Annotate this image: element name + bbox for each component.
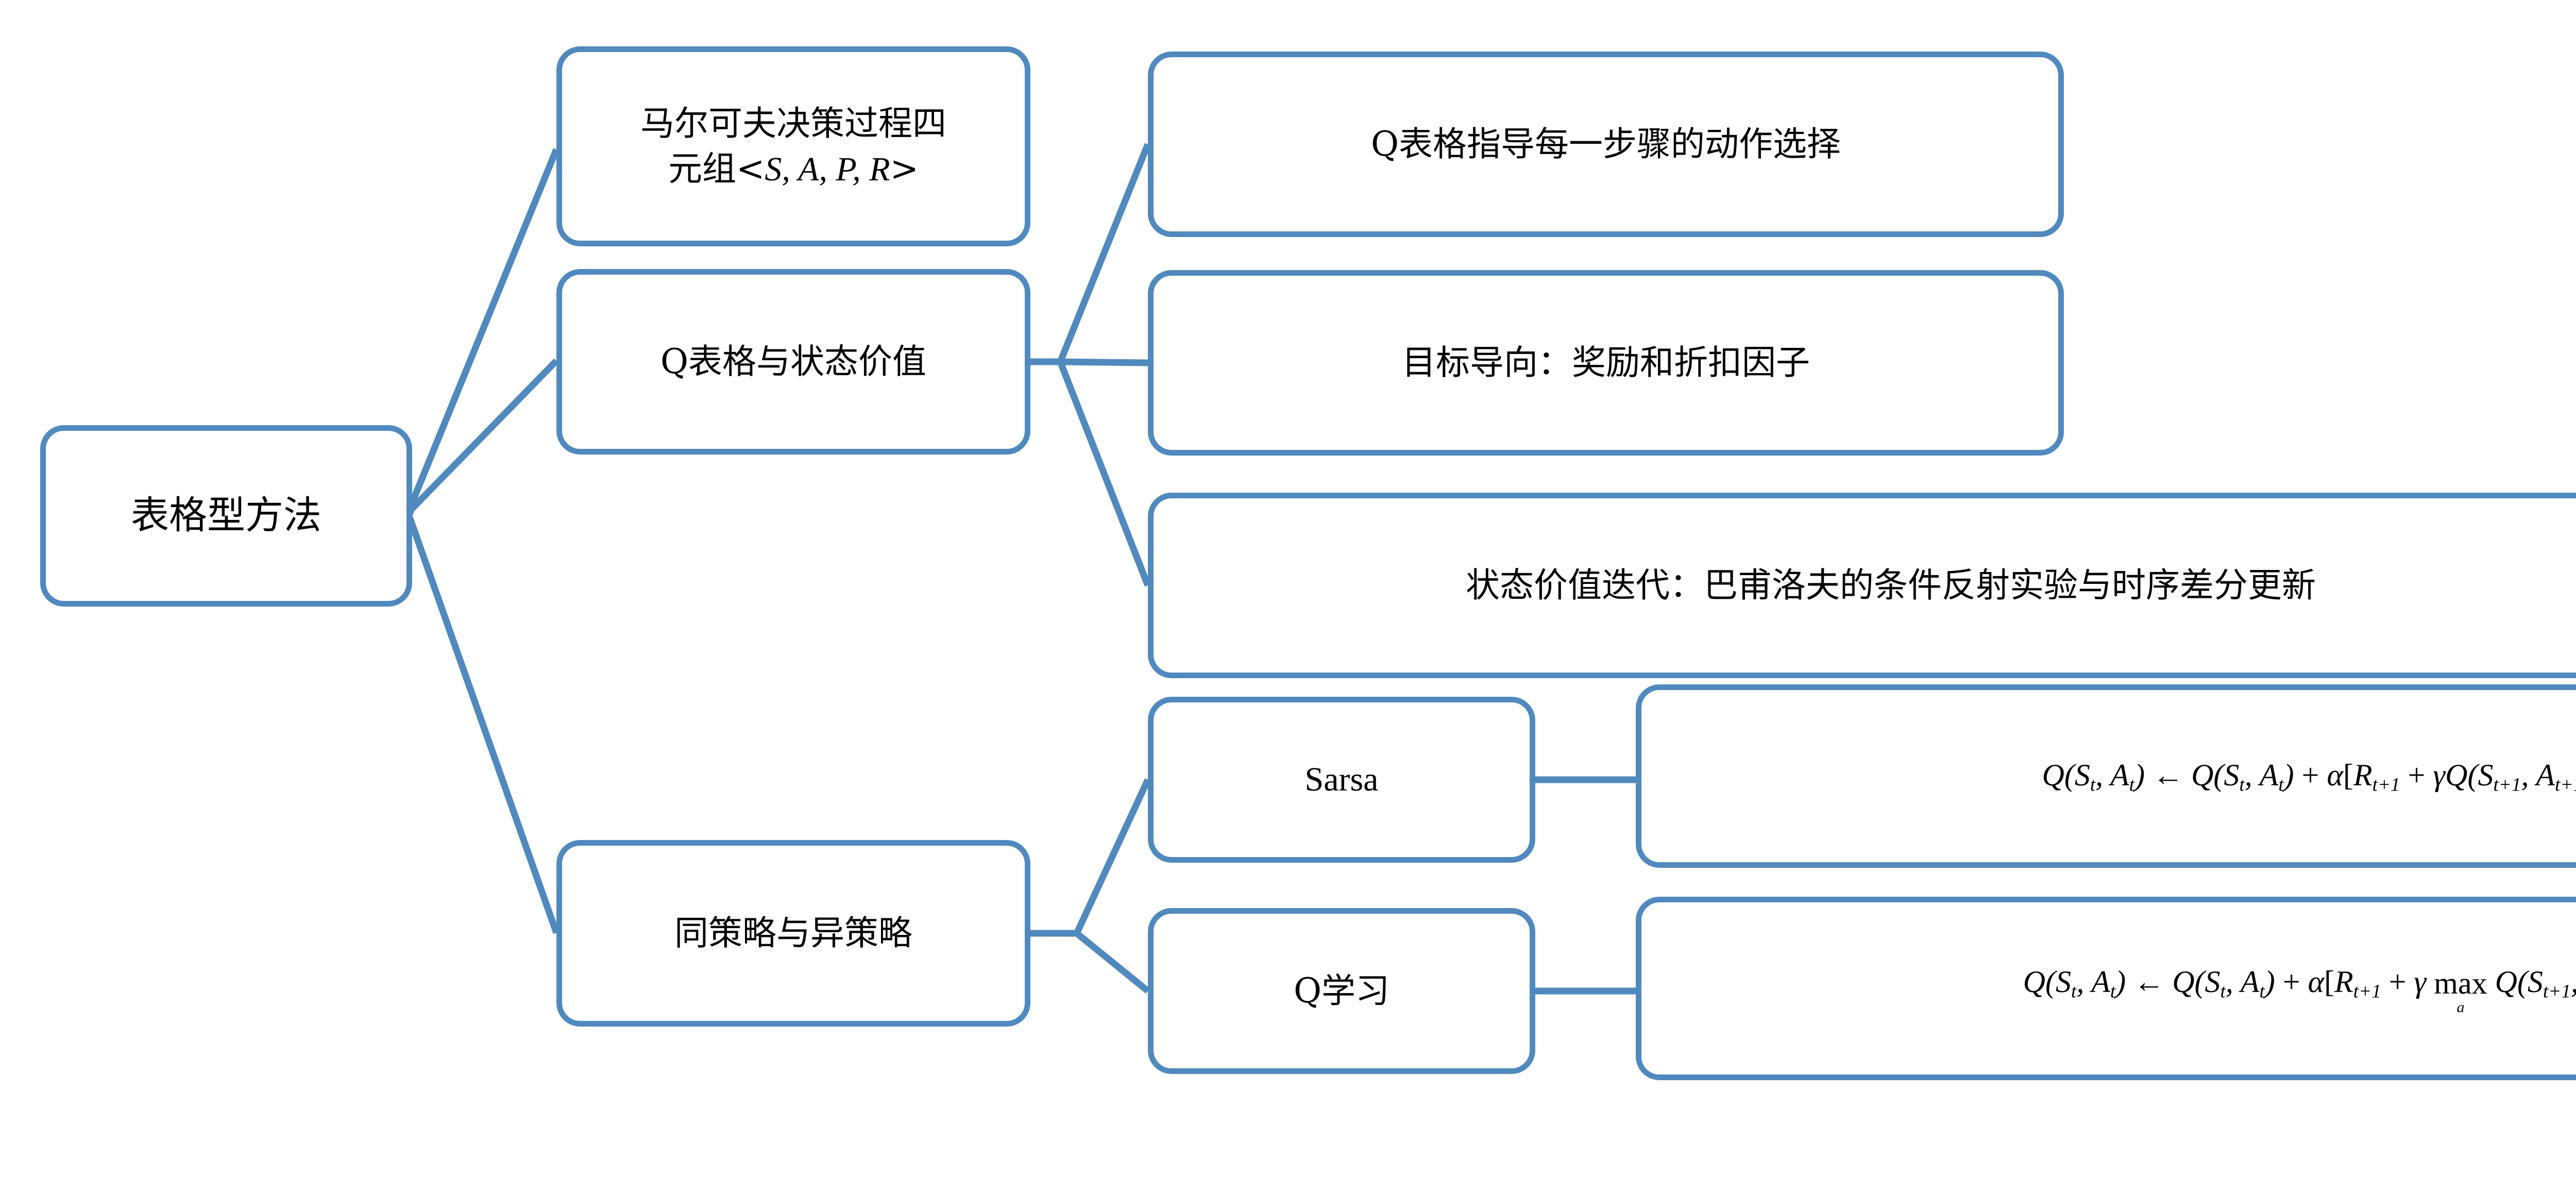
node-q-table-state-value[interactable]: Q表格与状态价值 xyxy=(556,269,1030,455)
node-qlearn-label: Q学习 xyxy=(1293,971,1390,1011)
node-qtable-label: Q表格与状态价值 xyxy=(660,342,927,382)
node-mdp-tuple: S, A, P, R xyxy=(765,150,890,188)
node-policy-label: 同策略与异策略 xyxy=(674,913,912,953)
node-q-learning[interactable]: Q学习 xyxy=(1148,908,1535,1074)
node-mdp-line1: 马尔可夫决策过程四 xyxy=(640,104,946,144)
node-goal-label: 目标导向：奖励和折扣因子 xyxy=(1402,343,1810,383)
edge-policy-sarsa xyxy=(1030,778,1151,937)
node-root-label: 表格型方法 xyxy=(131,493,321,538)
edge-root-mdp xyxy=(403,148,560,518)
node-sarsa-label: Sarsa xyxy=(1304,761,1379,799)
node-root[interactable]: 表格型方法 xyxy=(40,425,412,607)
edge-root-qtable xyxy=(402,358,559,518)
edge-root-policy xyxy=(401,505,560,934)
edge-qtable-valiter xyxy=(1030,358,1151,587)
node-q-table-action-selection[interactable]: Q表格指导每一步骤的动作选择 xyxy=(1148,52,2064,237)
node-state-value-iteration[interactable]: 状态价值迭代：巴甫洛夫的条件反射实验与时序差分更新 xyxy=(1148,493,2576,678)
node-mdp-line2-prefix: 元组< xyxy=(668,148,765,189)
node-sarsa-equation[interactable]: Q(St, At) ← Q(St, At) + α[Rt+1 + γQ(St+1… xyxy=(1636,684,2576,868)
edge-policy-qlearn xyxy=(1030,930,1150,994)
node-goal-reward-discount[interactable]: 目标导向：奖励和折扣因子 xyxy=(1148,270,2064,456)
node-on-off-policy[interactable]: 同策略与异策略 xyxy=(556,840,1030,1027)
sarsa-equation-text: Q(St, At) ← Q(St, At) + α[Rt+1 + γQ(St+1… xyxy=(2042,758,2576,796)
edge-qtable-qstep xyxy=(1030,143,1151,365)
node-mdp-label: 马尔可夫决策过程四 元组<S, A, P, R> xyxy=(573,101,1013,191)
node-mdp-line2-suffix: > xyxy=(890,148,919,189)
node-valiter-label: 状态价值迭代：巴甫洛夫的条件反射实验与时序差分更新 xyxy=(1466,565,2316,606)
node-sarsa[interactable]: Sarsa xyxy=(1148,697,1535,863)
node-qstep-label: Q表格指导每一步骤的动作选择 xyxy=(1370,124,1841,164)
node-mdp[interactable]: 马尔可夫决策过程四 元组<S, A, P, R> xyxy=(556,46,1030,246)
